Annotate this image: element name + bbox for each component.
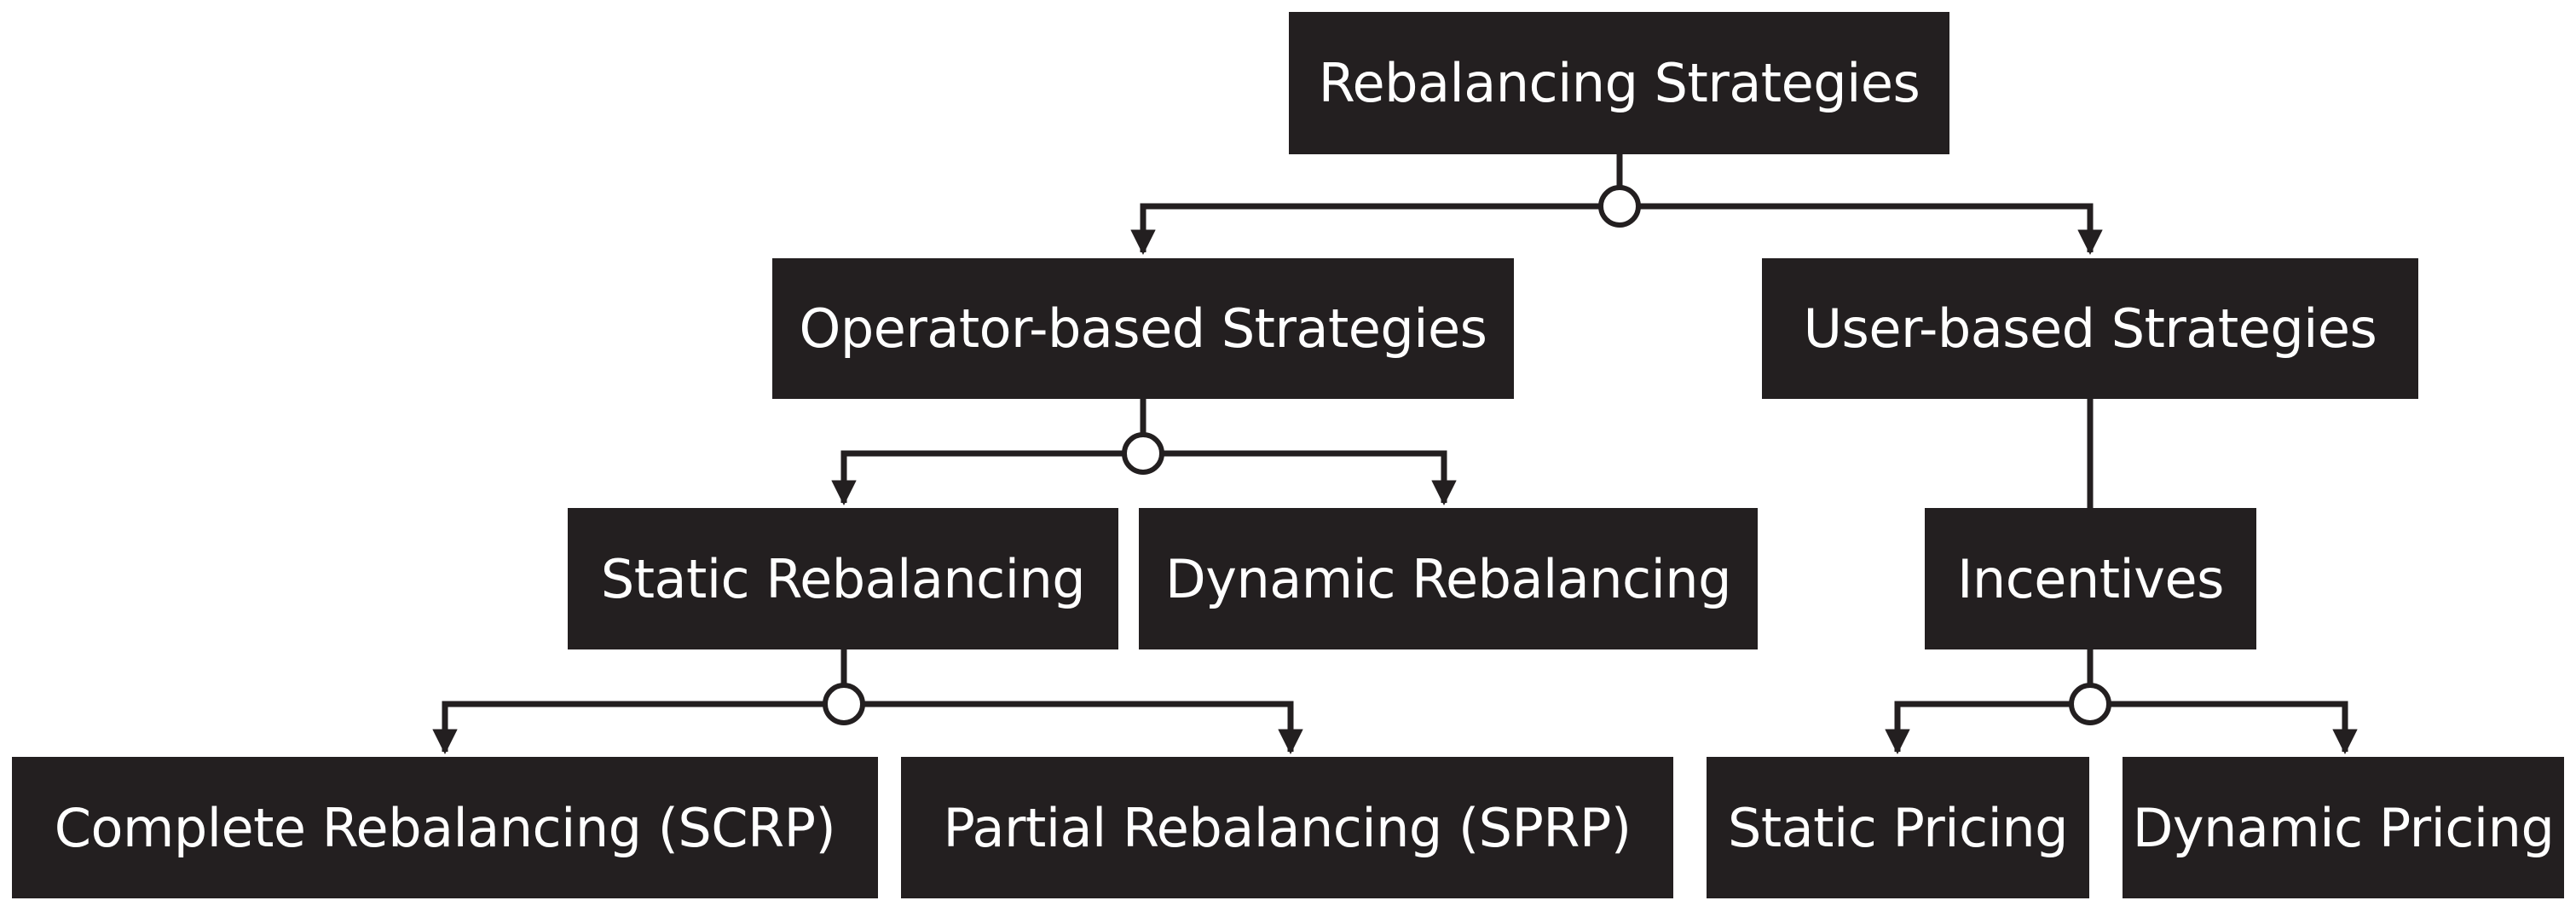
node-static-rebalancing: Static Rebalancing bbox=[568, 508, 1118, 649]
node-partial-rebalancing: Partial Rebalancing (SPRP) bbox=[901, 757, 1673, 898]
node-incentives: Incentives bbox=[1925, 508, 2256, 649]
connector-operator-to-dynamic bbox=[1143, 450, 1457, 505]
junction-static-rebalancing bbox=[823, 683, 865, 725]
node-user-based-strategies: User-based Strategies bbox=[1762, 258, 2418, 399]
connector-operator-to-static bbox=[831, 450, 1143, 505]
connector-incentives-to-static-pricing bbox=[1885, 701, 2090, 754]
node-dynamic-pricing: Dynamic Pricing bbox=[2123, 757, 2564, 898]
connector-root-to-user bbox=[1620, 203, 2103, 255]
junction-root bbox=[1598, 185, 1641, 228]
junction-operator bbox=[1122, 432, 1164, 475]
node-static-pricing: Static Pricing bbox=[1707, 757, 2089, 898]
node-operator-based-strategies: Operator-based Strategies bbox=[772, 258, 1514, 399]
node-dynamic-rebalancing: Dynamic Rebalancing bbox=[1139, 508, 1758, 649]
connector-static-to-partial bbox=[844, 701, 1303, 754]
connector-root-to-operator bbox=[1130, 203, 1620, 255]
node-rebalancing-strategies: Rebalancing Strategies bbox=[1289, 12, 1949, 154]
connector-incentives-to-dynamic-pricing bbox=[2090, 701, 2358, 754]
junction-incentives bbox=[2069, 683, 2111, 725]
connector-static-to-complete bbox=[432, 701, 844, 754]
node-complete-rebalancing: Complete Rebalancing (SCRP) bbox=[12, 757, 878, 898]
